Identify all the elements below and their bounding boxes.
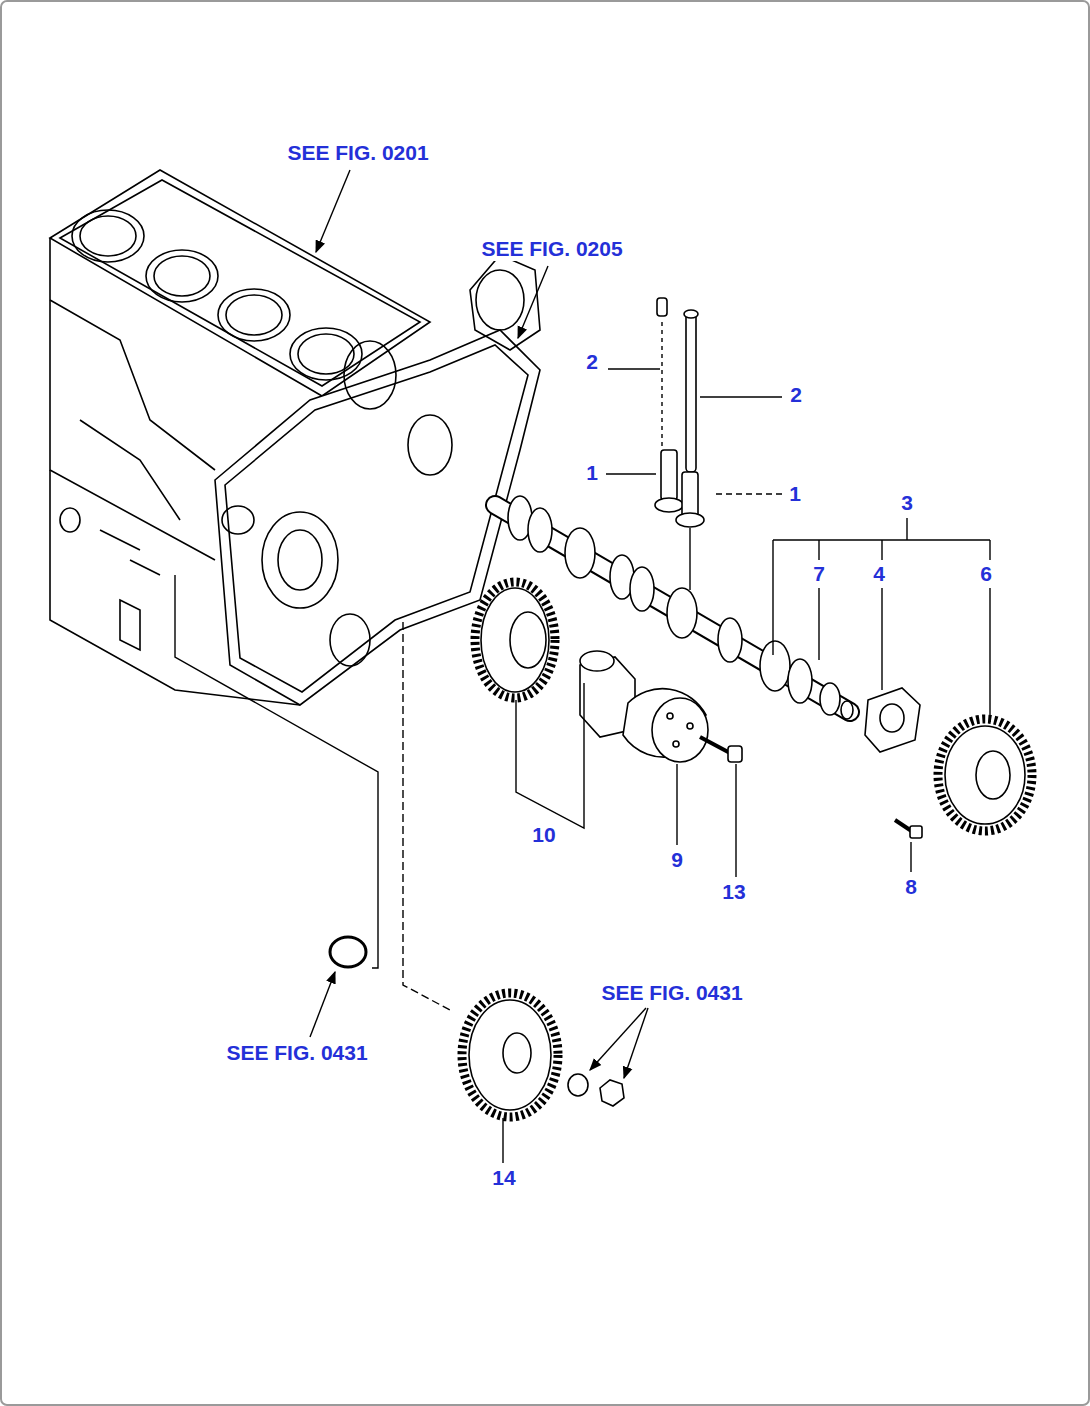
figure-reference: SEE FIG. 0431: [224, 1041, 369, 1064]
callout-number: 3: [899, 491, 915, 514]
callout-number: 6: [978, 562, 994, 585]
callout-number: 8: [903, 875, 919, 898]
gears: [330, 582, 1032, 1117]
leader-lines: [175, 170, 990, 1163]
callout-number: 7: [811, 562, 827, 585]
figure-reference: SEE FIG. 0201: [285, 141, 430, 164]
callout-number: 2: [584, 350, 600, 373]
callout-number: 14: [490, 1166, 517, 1189]
figure-reference: SEE FIG. 0205: [479, 237, 624, 260]
callout-number: 1: [787, 482, 803, 505]
callout-number: 2: [788, 383, 804, 406]
callout-number: 4: [871, 562, 887, 585]
callout-number: 10: [530, 823, 557, 846]
figure-reference: SEE FIG. 0431: [599, 981, 744, 1004]
callout-number: 9: [669, 848, 685, 871]
tappets-pushrods: [655, 298, 704, 527]
engine-block: [50, 170, 540, 705]
callout-number: 13: [720, 880, 747, 903]
callout-number: 1: [584, 461, 600, 484]
